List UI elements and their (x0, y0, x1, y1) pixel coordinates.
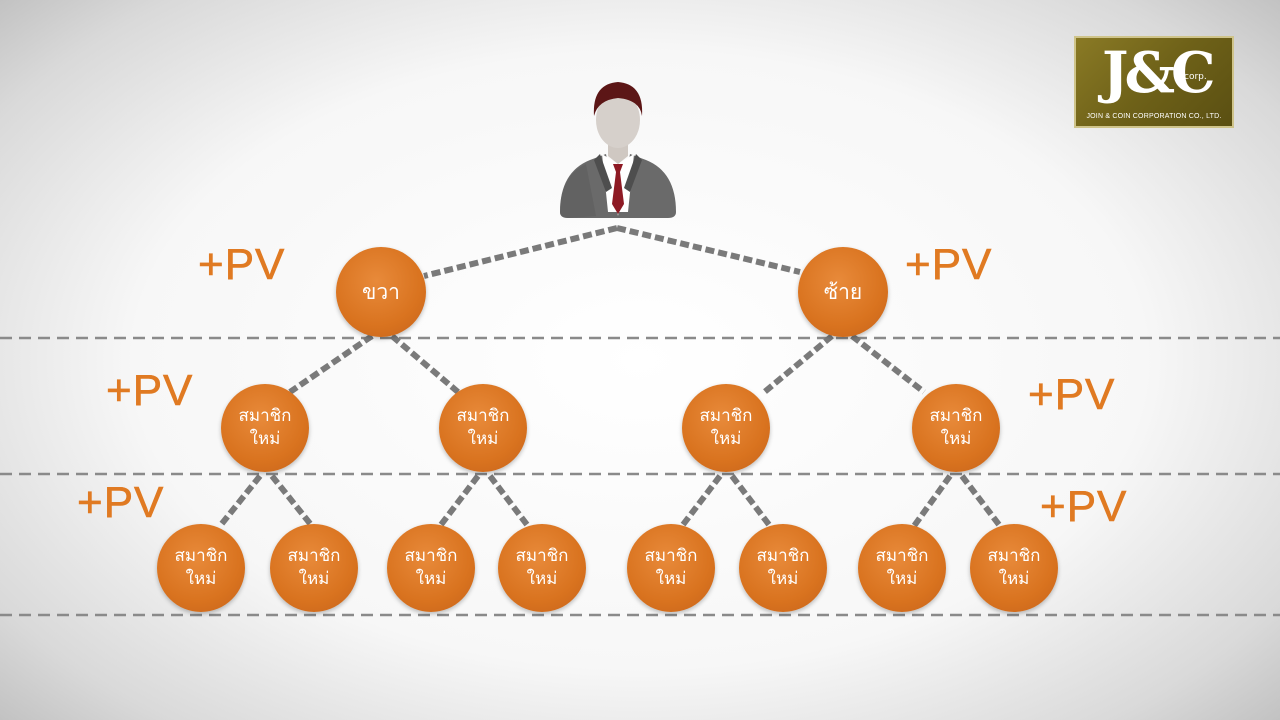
member-label-line2: ใหม่ (655, 569, 687, 589)
node-label: ขวา (362, 279, 400, 304)
member-node: สมาชิก ใหม่ (439, 384, 527, 472)
node-right-branch: ขวา (336, 247, 426, 337)
member-label-line2: ใหม่ (710, 429, 742, 449)
member-label-line2: ใหม่ (767, 569, 799, 589)
member-label-line2: ใหม่ (886, 569, 918, 589)
pv-label: +PV (1028, 370, 1116, 420)
connector (760, 333, 834, 397)
member-label-line1: สมาชิก (756, 546, 810, 567)
pv-label: +PV (77, 478, 165, 528)
connector (269, 474, 315, 528)
connector (390, 333, 460, 395)
member-label-line2: ใหม่ (249, 429, 281, 449)
member-label-line2: ใหม่ (998, 569, 1030, 589)
connector (616, 225, 801, 275)
company-logo: J&C corp. JOIN & COIN CORPORATION CO., L… (1074, 36, 1234, 128)
logo-mark: J&C (1102, 40, 1216, 106)
member-label-line2: ใหม่ (185, 569, 217, 589)
member-node: สมาชิก ใหม่ (157, 524, 245, 612)
connector (487, 474, 531, 528)
logo-corp-text: corp. (1184, 72, 1207, 82)
member-node: สมาชิก ใหม่ (970, 524, 1058, 612)
member-label-line2: ใหม่ (467, 429, 499, 449)
connector (423, 225, 618, 279)
member-label-line1: สมาชิก (287, 546, 341, 567)
connector (850, 333, 926, 395)
member-label-line2: ใหม่ (298, 569, 330, 589)
connector (679, 474, 723, 528)
member-label-line1: สมาชิก (515, 546, 569, 567)
member-label-line2: ใหม่ (940, 429, 972, 449)
member-label-line1: สมาชิก (238, 406, 292, 427)
member-node: สมาชิก ใหม่ (498, 524, 586, 612)
node-label: ซ้าย (823, 279, 863, 304)
member-label-line1: สมาชิก (987, 546, 1041, 567)
connector (729, 474, 773, 528)
member-label-line1: สมาชิก (699, 406, 753, 427)
pv-label: +PV (1040, 482, 1128, 532)
member-label-line1: สมาชิก (456, 406, 510, 427)
connector (959, 474, 1003, 528)
member-node: สมาชิก ใหม่ (221, 384, 309, 472)
member-node: สมาชิก ใหม่ (387, 524, 475, 612)
member-label-line1: สมาชิก (644, 546, 698, 567)
member-node: สมาชิก ใหม่ (912, 384, 1000, 472)
connector (437, 474, 481, 528)
member-node: สมาชิก ใหม่ (739, 524, 827, 612)
member-label-line1: สมาชิก (404, 546, 458, 567)
member-label-line1: สมาชิก (875, 546, 929, 567)
member-label-line2: ใหม่ (526, 569, 558, 589)
pv-label: +PV (905, 240, 993, 290)
member-node: สมาชิก ใหม่ (682, 384, 770, 472)
logo-company-name: JOIN & COIN CORPORATION CO., LTD. (1086, 113, 1222, 120)
member-label-line2: ใหม่ (415, 569, 447, 589)
person-icon (560, 82, 676, 218)
member-node: สมาชิก ใหม่ (627, 524, 715, 612)
member-node: สมาชิก ใหม่ (270, 524, 358, 612)
pv-label: +PV (106, 366, 194, 416)
member-node: สมาชิก ใหม่ (858, 524, 946, 612)
member-label-line1: สมาชิก (929, 406, 983, 427)
pv-label: +PV (198, 240, 286, 290)
connector (217, 474, 263, 528)
connector (911, 474, 953, 528)
member-label-line1: สมาชิก (174, 546, 228, 567)
connector (288, 333, 374, 395)
node-left-branch: ซ้าย (798, 247, 888, 337)
